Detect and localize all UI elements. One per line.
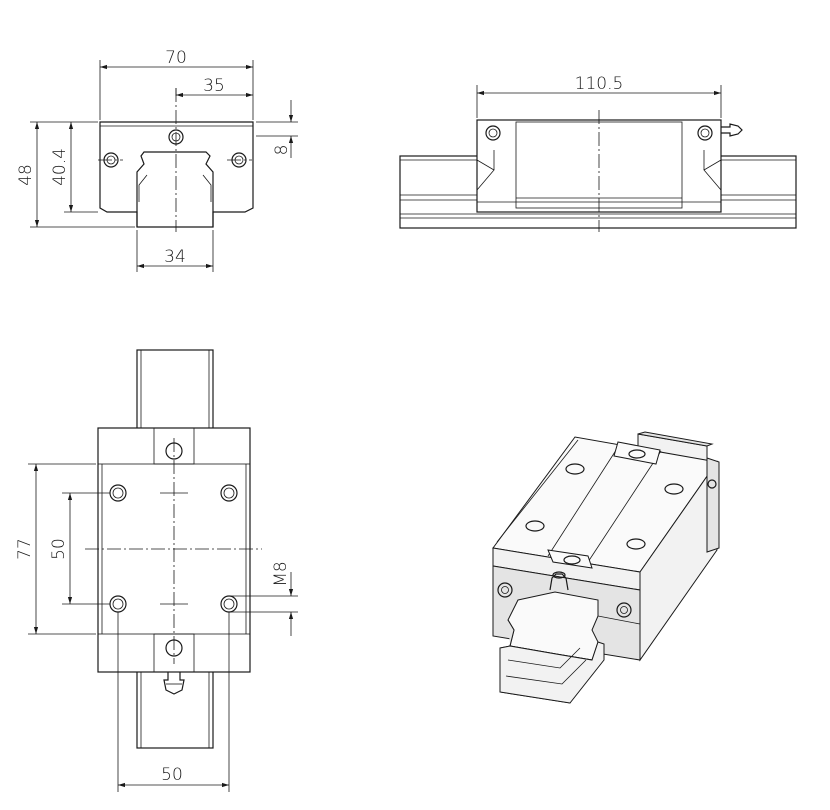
mount-hole-2-icon	[220, 484, 238, 502]
rail-profile	[136, 151, 214, 227]
dim-height-48: 48	[16, 164, 36, 186]
dim-length-77: 77	[15, 538, 35, 560]
end-bolt-right-icon	[697, 125, 713, 141]
side-view: 110.5	[399, 74, 797, 232]
carriage-outline	[99, 121, 254, 228]
iso-bolt-left-icon	[497, 582, 513, 598]
dim-rail-spacing-50: 50	[161, 765, 183, 785]
carriage-side-face	[639, 460, 718, 662]
dim-width-70: 70	[165, 48, 187, 68]
rail-front-end	[499, 641, 605, 704]
dim-thread-m8: M8	[271, 561, 291, 586]
grease-nipple-iso-icon	[549, 573, 569, 591]
grease-nipple-top-icon	[163, 672, 185, 695]
isometric-view	[492, 431, 720, 704]
dim-body-height-40-4: 40.4	[50, 148, 70, 186]
dim-hole-spacing-50: 50	[49, 538, 69, 560]
iso-bolt-right-icon	[616, 602, 632, 618]
dim-length-110-5: 110.5	[575, 74, 624, 94]
front-view: 70 35 48 40.4 8 34	[16, 48, 298, 272]
top-view: 77 50 M8 50	[15, 349, 298, 792]
end-bolt-left-icon	[485, 125, 501, 141]
dim-rail-width-34: 34	[164, 247, 186, 267]
dim-offset-8: 8	[272, 145, 292, 156]
dim-half-width-35: 35	[203, 76, 225, 96]
grease-nipple-side-icon	[721, 123, 743, 137]
